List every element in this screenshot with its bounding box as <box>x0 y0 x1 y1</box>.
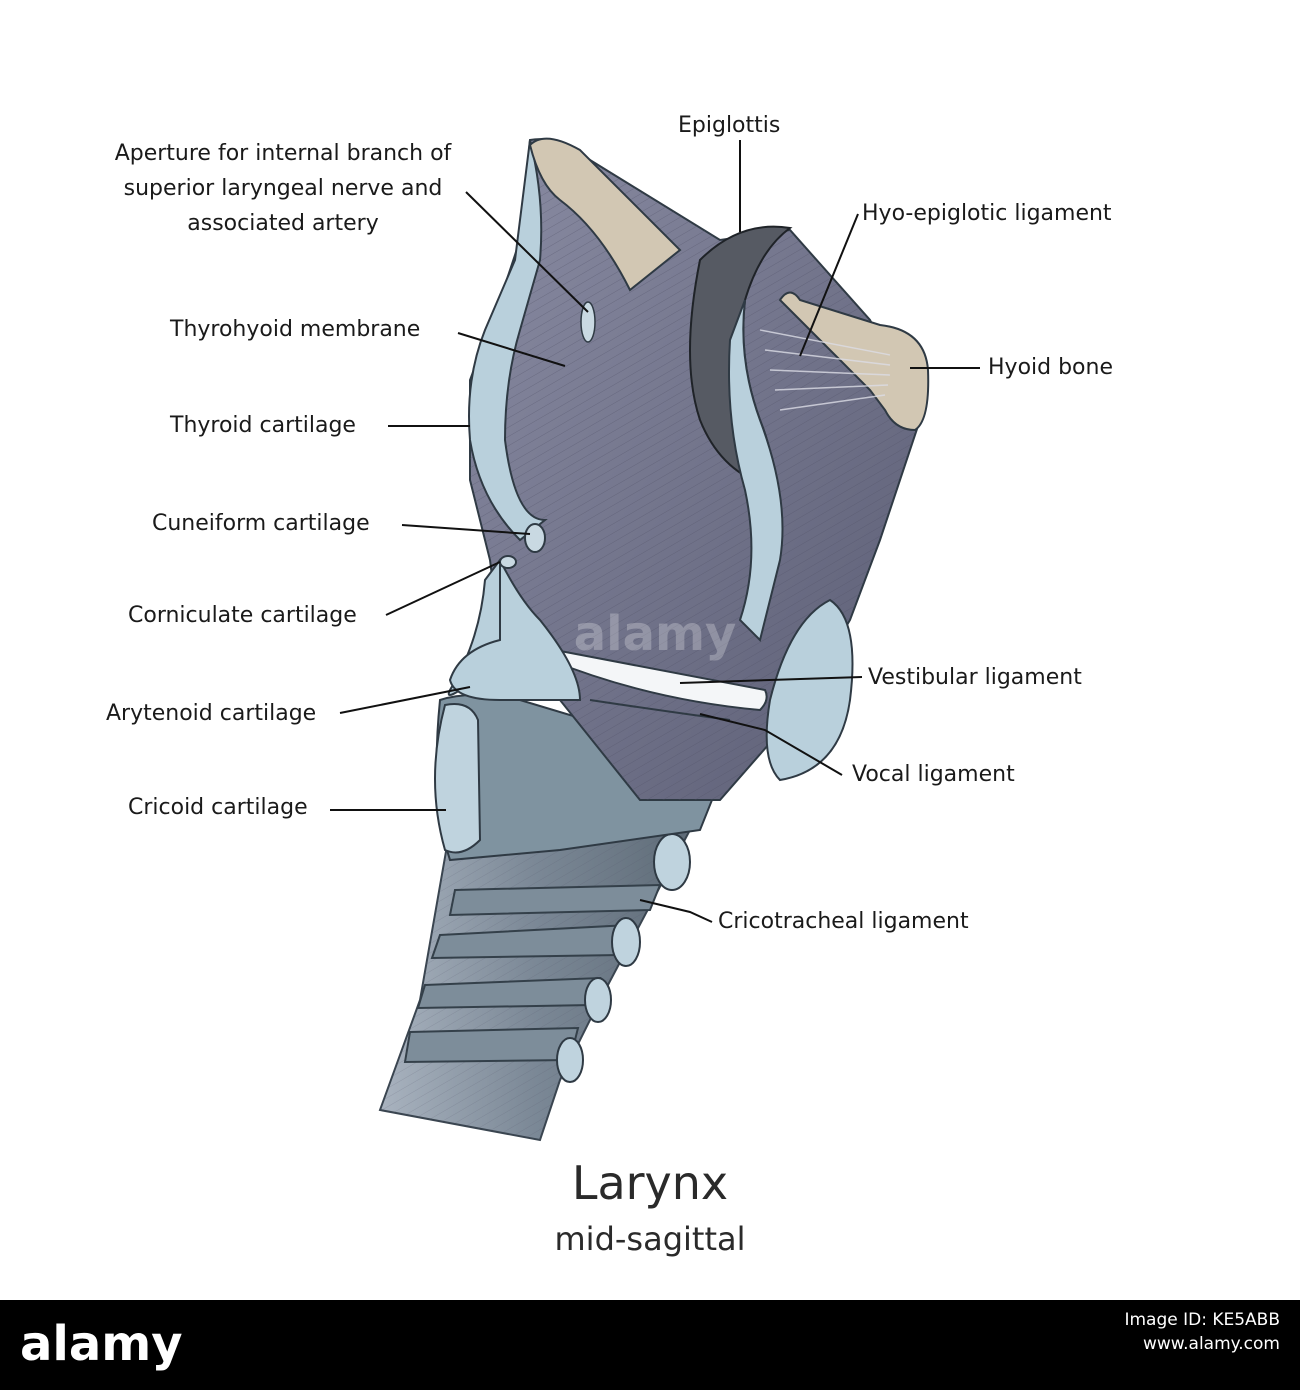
cricoid-lamina <box>434 703 482 854</box>
leader-cricotracheal <box>639 899 713 923</box>
leader-lines <box>330 140 980 923</box>
label-cricoid-cartilage: Cricoid cartilage <box>128 795 308 820</box>
leader-corniculate <box>385 561 501 616</box>
subtitle: mid-sagittal <box>554 1220 746 1258</box>
label-cricotracheal-ligament: Cricotracheal ligament <box>718 909 969 934</box>
title: Larynx <box>571 1156 729 1210</box>
epiglottis-edge <box>728 299 784 642</box>
label-thyrohyoid-membrane: Thyrohyoid membrane <box>170 317 421 342</box>
label-corniculate-cartilage: Corniculate cartilage <box>128 603 357 628</box>
arytenoid-cartilage-shape <box>448 559 582 701</box>
image-id-block: Image ID: KE5ABB www.alamy.com <box>1080 1308 1280 1356</box>
cuneiform-cartilage-shape <box>524 523 546 553</box>
footer-bar: alamy Image ID: KE5ABB www.alamy.com <box>0 1300 1300 1390</box>
tracheal-ring-end <box>584 977 612 1023</box>
label-aperture: Aperture for internal branch of superior… <box>114 141 452 237</box>
image-id: Image ID: KE5ABB <box>1124 1310 1280 1330</box>
tracheal-ring-end <box>611 917 641 967</box>
leader-vestibular <box>679 676 863 684</box>
tracheal-ring <box>448 883 662 917</box>
larynx-illustration: alamy <box>330 137 980 1142</box>
label-epiglottis: Epiglottis <box>678 113 781 138</box>
posterior-cartilage <box>765 598 854 782</box>
label-hyoid-bone: Hyoid bone <box>988 355 1113 380</box>
diagram: alamy Aperture for internal branch of su… <box>106 113 1113 1258</box>
watermark: alamy <box>574 606 737 662</box>
site-url: www.alamy.com <box>1142 1334 1280 1354</box>
thyroid-cartilage <box>468 139 548 542</box>
leader-cuneiform <box>401 524 531 535</box>
alamy-logo: alamy <box>20 1316 183 1372</box>
leader-arytenoid <box>339 686 471 714</box>
tracheal-ring-end <box>556 1037 584 1083</box>
leader-vocal <box>699 713 843 776</box>
label-arytenoid-cartilage: Arytenoid cartilage <box>106 701 317 726</box>
hyo-epiglotic-fibres <box>759 329 891 411</box>
label-thyroid-cartilage: Thyroid cartilage <box>170 413 356 438</box>
vestibular-ligament-shape <box>548 648 768 712</box>
tracheal-ring-end <box>653 833 691 891</box>
superior-horn <box>528 137 682 292</box>
logo-text: alamy <box>20 1316 183 1372</box>
label-cuneiform-cartilage: Cuneiform cartilage <box>152 511 370 536</box>
label-vestibular-ligament: Vestibular ligament <box>868 665 1082 690</box>
label-vocal-ligament: Vocal ligament <box>852 762 1015 787</box>
tracheal-ring <box>403 1026 580 1064</box>
leader-aperture <box>465 191 589 313</box>
label-hyo-epiglotic-ligament: Hyo-epiglotic ligament <box>862 201 1112 226</box>
leader-thyrohyoid <box>457 332 566 367</box>
corniculate-cartilage-shape <box>499 555 517 569</box>
aperture-shape <box>580 301 596 343</box>
leader-hyo-epiglotic <box>799 213 859 357</box>
